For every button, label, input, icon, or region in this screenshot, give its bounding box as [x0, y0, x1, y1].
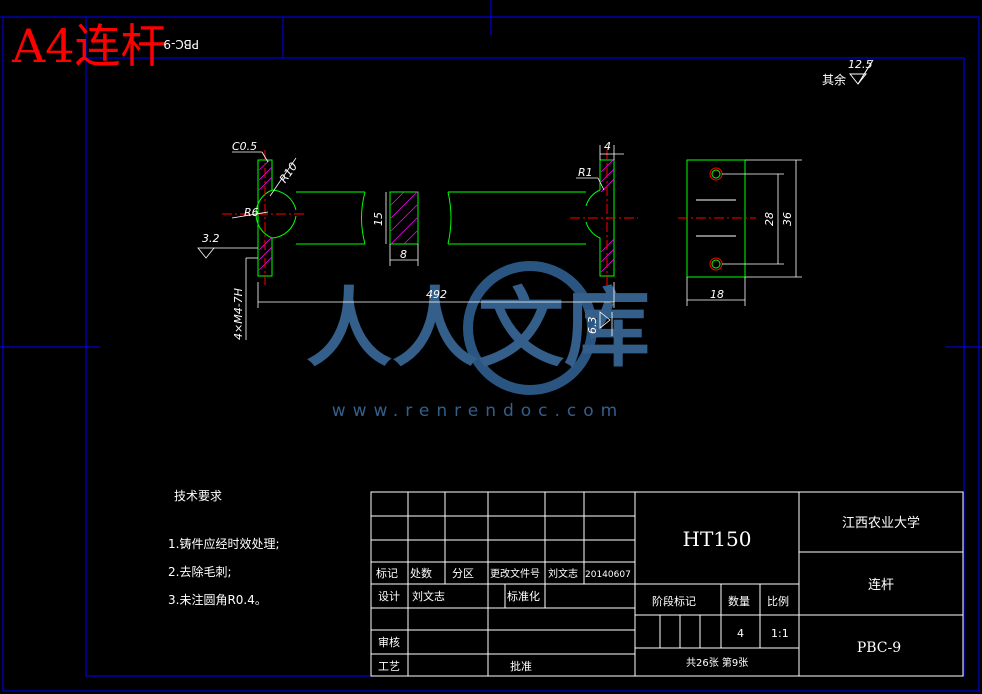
svg-text:更改文件号: 更改文件号 [490, 567, 540, 580]
drawing-number: PBC-9 [857, 640, 901, 656]
svg-text:R1: R1 [578, 166, 593, 179]
technical-notes: 技术要求 1.铸件应经时效处理; 2.去除毛刺; 3.未注圆角R0.4。 [168, 489, 280, 607]
svg-text:比例: 比例 [767, 594, 789, 608]
svg-text:R10: R10 [277, 160, 300, 185]
notes-item-3: 3.未注圆角R0.4。 [168, 592, 267, 607]
material: HT150 [683, 527, 752, 551]
svg-text:4×M4-7H: 4×M4-7H [232, 288, 245, 340]
rod-right-end [447, 150, 638, 285]
svg-text:36: 36 [781, 212, 794, 226]
svg-text:其余: 其余 [822, 72, 846, 87]
rod-side-view [678, 159, 756, 278]
svg-text:3.2: 3.2 [202, 232, 220, 245]
svg-text:28: 28 [763, 212, 776, 226]
svg-text:1:1: 1:1 [771, 627, 789, 640]
svg-text:分区: 分区 [452, 567, 474, 580]
svg-text:刘文志: 刘文志 [548, 567, 578, 580]
svg-text:12.5: 12.5 [848, 58, 873, 71]
svg-text:刘文志: 刘文志 [412, 589, 445, 603]
roughness-others: 其余 12.5 [822, 58, 874, 87]
title-block-texts: 标记 处数 分区 更改文件号 刘文志 20140607 设计 刘文志 标准化 审… [376, 515, 920, 673]
svg-text:6.3: 6.3 [586, 317, 599, 335]
school: 江西农业大学 [842, 515, 920, 531]
rod-section [389, 191, 419, 245]
svg-text:R6: R6 [244, 206, 259, 219]
svg-text:18: 18 [710, 288, 724, 301]
watermark-ring [463, 261, 597, 395]
svg-text:设计: 设计 [378, 590, 400, 603]
sheet-size-label: A4连杆 [11, 19, 167, 73]
svg-text:标准化: 标准化 [507, 589, 540, 603]
svg-text:处数: 处数 [410, 567, 432, 580]
svg-text:审核: 审核 [378, 635, 400, 649]
rod-left-end [222, 150, 366, 285]
dimension-texts: C0.5 R10 R6 R1 4 15 8 492 4×M4-7H 28 36 … [202, 140, 794, 340]
svg-text:批准: 批准 [510, 659, 532, 673]
notes-item-1: 1.铸件应经时效处理; [168, 536, 280, 551]
svg-text:标记: 标记 [376, 566, 398, 580]
watermark-url: www.renrendoc.com [332, 401, 625, 421]
part-name: 连杆 [868, 577, 894, 593]
svg-text:C0.5: C0.5 [232, 140, 257, 153]
svg-text:492: 492 [426, 288, 447, 301]
notes-item-2: 2.去除毛刺; [168, 564, 232, 579]
title-block [370, 491, 964, 677]
svg-text:阶段标记: 阶段标记 [652, 594, 696, 608]
svg-text:工艺: 工艺 [378, 660, 400, 673]
dimension-lines [197, 145, 802, 340]
notes-title: 技术要求 [174, 489, 222, 503]
svg-text:8: 8 [400, 248, 407, 261]
svg-text:20140607: 20140607 [585, 570, 631, 580]
svg-text:4: 4 [737, 627, 744, 640]
svg-text:15: 15 [372, 212, 385, 226]
watermark: 人人文库 www.renrendoc.com [306, 261, 650, 421]
svg-text:数量: 数量 [728, 595, 750, 608]
svg-text:4: 4 [604, 140, 611, 153]
mirrored-drawing-code: PBC-9 [163, 37, 199, 51]
watermark-brand: 人人文库 [306, 278, 650, 379]
svg-text:共26张 第9张: 共26张 第9张 [686, 656, 748, 669]
